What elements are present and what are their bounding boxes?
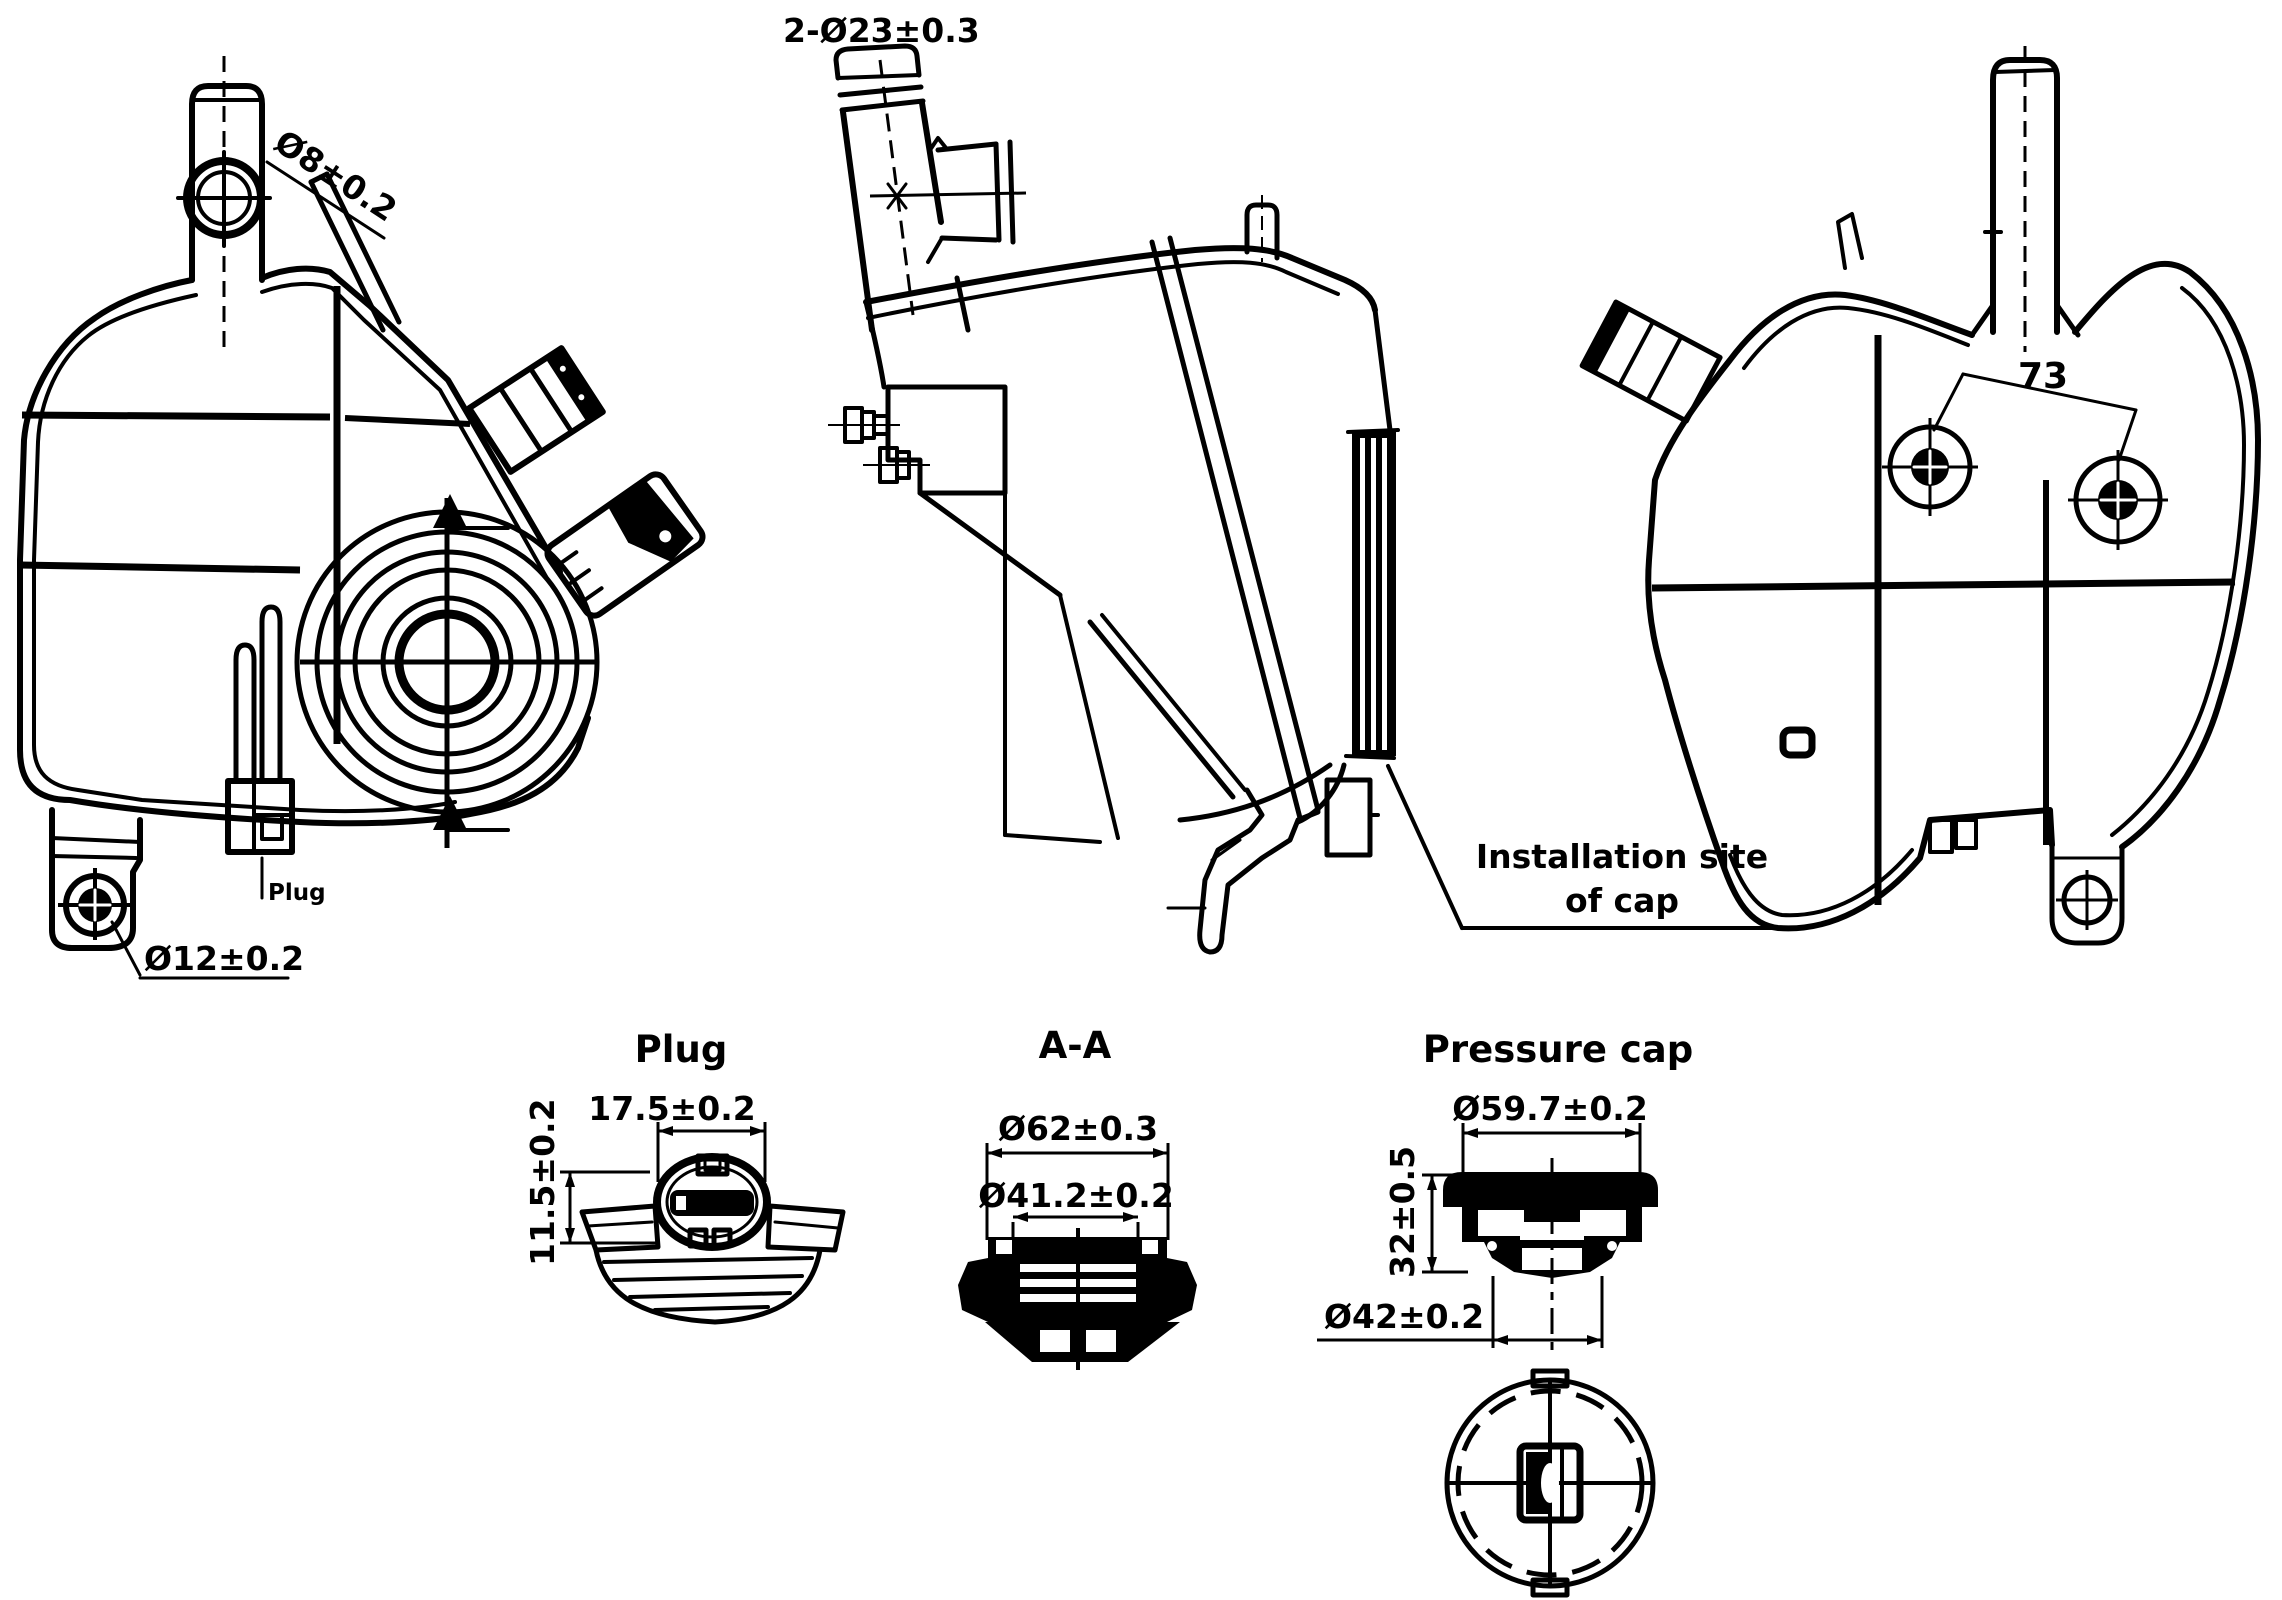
plug-height-dim: 11.5±0.2 xyxy=(523,1098,658,1266)
pressure-cap-title: Pressure cap xyxy=(1423,1028,1693,1071)
front-side-bracket xyxy=(544,471,706,619)
side-view: 2-Ø23±0.3 xyxy=(783,11,1782,955)
front-mount-bracket: Ø12±0.2 xyxy=(49,807,304,980)
side-mount-plate xyxy=(828,384,1008,496)
detail-section-aa: A-A Ø62±0.3 Ø41.2±0.2 xyxy=(958,1024,1197,1370)
cap-note: Installation site of cap xyxy=(1386,764,1782,930)
front-upper-stub xyxy=(466,345,606,475)
stud-bolt-lower xyxy=(863,446,930,484)
rear-tank-outline xyxy=(1645,212,2261,932)
rear-view: 73 xyxy=(1579,46,2261,946)
rear-bottom-tab xyxy=(2049,842,2125,946)
detail-pressure-cap: Pressure cap Ø59.7±0.2 32±0.5 Ø42±0.2 xyxy=(1317,1028,1693,1598)
svg-text:17.5±0.2: 17.5±0.2 xyxy=(588,1089,756,1128)
rear-top-pipe xyxy=(1969,46,2081,352)
front-plug: Plug xyxy=(225,604,326,906)
side-body xyxy=(863,195,1393,955)
plug-width-dim: 17.5±0.2 xyxy=(588,1089,767,1182)
stud-bolt-upper xyxy=(828,406,900,444)
section-aa-title: A-A xyxy=(1039,1024,1112,1067)
plug-connector xyxy=(579,1153,846,1325)
rear-left-stub xyxy=(1579,299,1723,424)
svg-text:32±0.5: 32±0.5 xyxy=(1383,1146,1422,1278)
bracket-hole-dia-label: Ø12±0.2 xyxy=(144,939,304,978)
svg-text:Ø59.7±0.2: Ø59.7±0.2 xyxy=(1452,1089,1648,1128)
front-filler-neck xyxy=(294,494,600,848)
side-cap-site xyxy=(1324,428,1400,858)
cap-bottom-view xyxy=(1444,1368,1656,1598)
cap-outer-dia-dim: Ø59.7±0.2 xyxy=(1452,1089,1648,1180)
svg-text:Ø62±0.3: Ø62±0.3 xyxy=(998,1109,1158,1148)
plug-pointer-label: Plug xyxy=(268,880,326,906)
section-arrow-bottom xyxy=(433,796,510,832)
section-arrow-top xyxy=(433,494,510,530)
aa-neck-profile xyxy=(958,1228,1197,1370)
front-top-pipe xyxy=(176,56,272,350)
inlet-pipes-dia-label: 2-Ø23±0.3 xyxy=(783,11,980,50)
svg-text:Ø42±0.2: Ø42±0.2 xyxy=(1324,1297,1484,1336)
side-inlet-pipe xyxy=(833,43,1027,333)
cap-height-dim: 32±0.5 xyxy=(1383,1146,1470,1278)
detail-plug: Plug 17.5±0.2 11.5±0.2 xyxy=(523,1028,846,1325)
svg-text:Ø41.2±0.2: Ø41.2±0.2 xyxy=(978,1176,1174,1215)
front-view: Ø8±0.2 xyxy=(17,56,706,980)
aa-inner-dia-dim: Ø41.2±0.2 xyxy=(978,1176,1174,1258)
cap-skirt-dia-dim: Ø42±0.2 xyxy=(1317,1276,1604,1348)
cap-profile xyxy=(1443,1158,1658,1352)
rear-bosses: 73 xyxy=(1882,356,2168,550)
aa-outer-dia-dim: Ø62±0.3 xyxy=(985,1109,1170,1240)
front-tank-outline xyxy=(17,265,591,827)
cap-note-line2: of cap xyxy=(1565,881,1679,920)
plug-detail-title: Plug xyxy=(635,1028,728,1071)
boss-spacing-label: 73 xyxy=(2018,356,2068,397)
svg-text:11.5±0.2: 11.5±0.2 xyxy=(523,1098,562,1266)
